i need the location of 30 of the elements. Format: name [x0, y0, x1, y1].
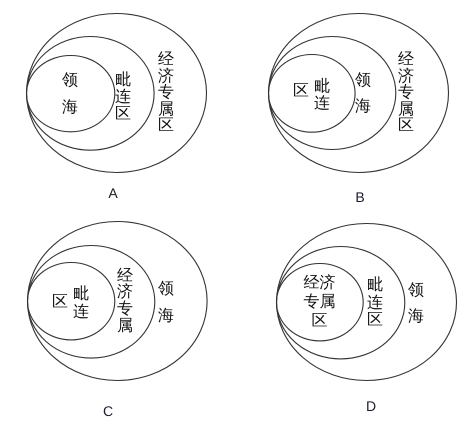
zone-ellipse [268, 36, 396, 150]
zone-label: 领海 [62, 69, 78, 118]
zone-ellipse [276, 263, 364, 342]
zone-ellipse [276, 246, 406, 360]
zone-ellipse [276, 223, 457, 382]
zone-label: 毗连 [314, 77, 330, 112]
zone-ellipse [26, 54, 115, 132]
zone-label: 毗连区 [114, 70, 131, 122]
zone-label: 毗连区 [367, 276, 383, 329]
zone-ellipse [268, 13, 449, 174]
zone-ellipse [268, 54, 356, 133]
zone-label: 区 [292, 81, 309, 98]
zone-ellipse [26, 13, 207, 174]
zone-label: 区 [52, 292, 68, 310]
zone-label: 经济专属区 [158, 51, 174, 134]
zone-ellipse [26, 36, 154, 151]
option-letter: A [108, 186, 118, 200]
zone-label: 经济专属区 [398, 51, 414, 134]
option-letter: D [366, 399, 376, 413]
zone-label: 领海 [354, 68, 371, 117]
zone-label: 经济专属区 [304, 272, 336, 330]
zone-ellipse [26, 262, 115, 341]
zone-label: 毗连 [72, 284, 89, 320]
option-letter: C [102, 404, 114, 418]
zone-label: 经济专属 [116, 267, 133, 334]
zone-ellipse [26, 244, 155, 358]
zone-label: 领海 [408, 278, 424, 327]
zone-ellipse [26, 221, 208, 382]
option-letter: B [355, 190, 365, 204]
zone-label: 领海 [158, 278, 174, 326]
